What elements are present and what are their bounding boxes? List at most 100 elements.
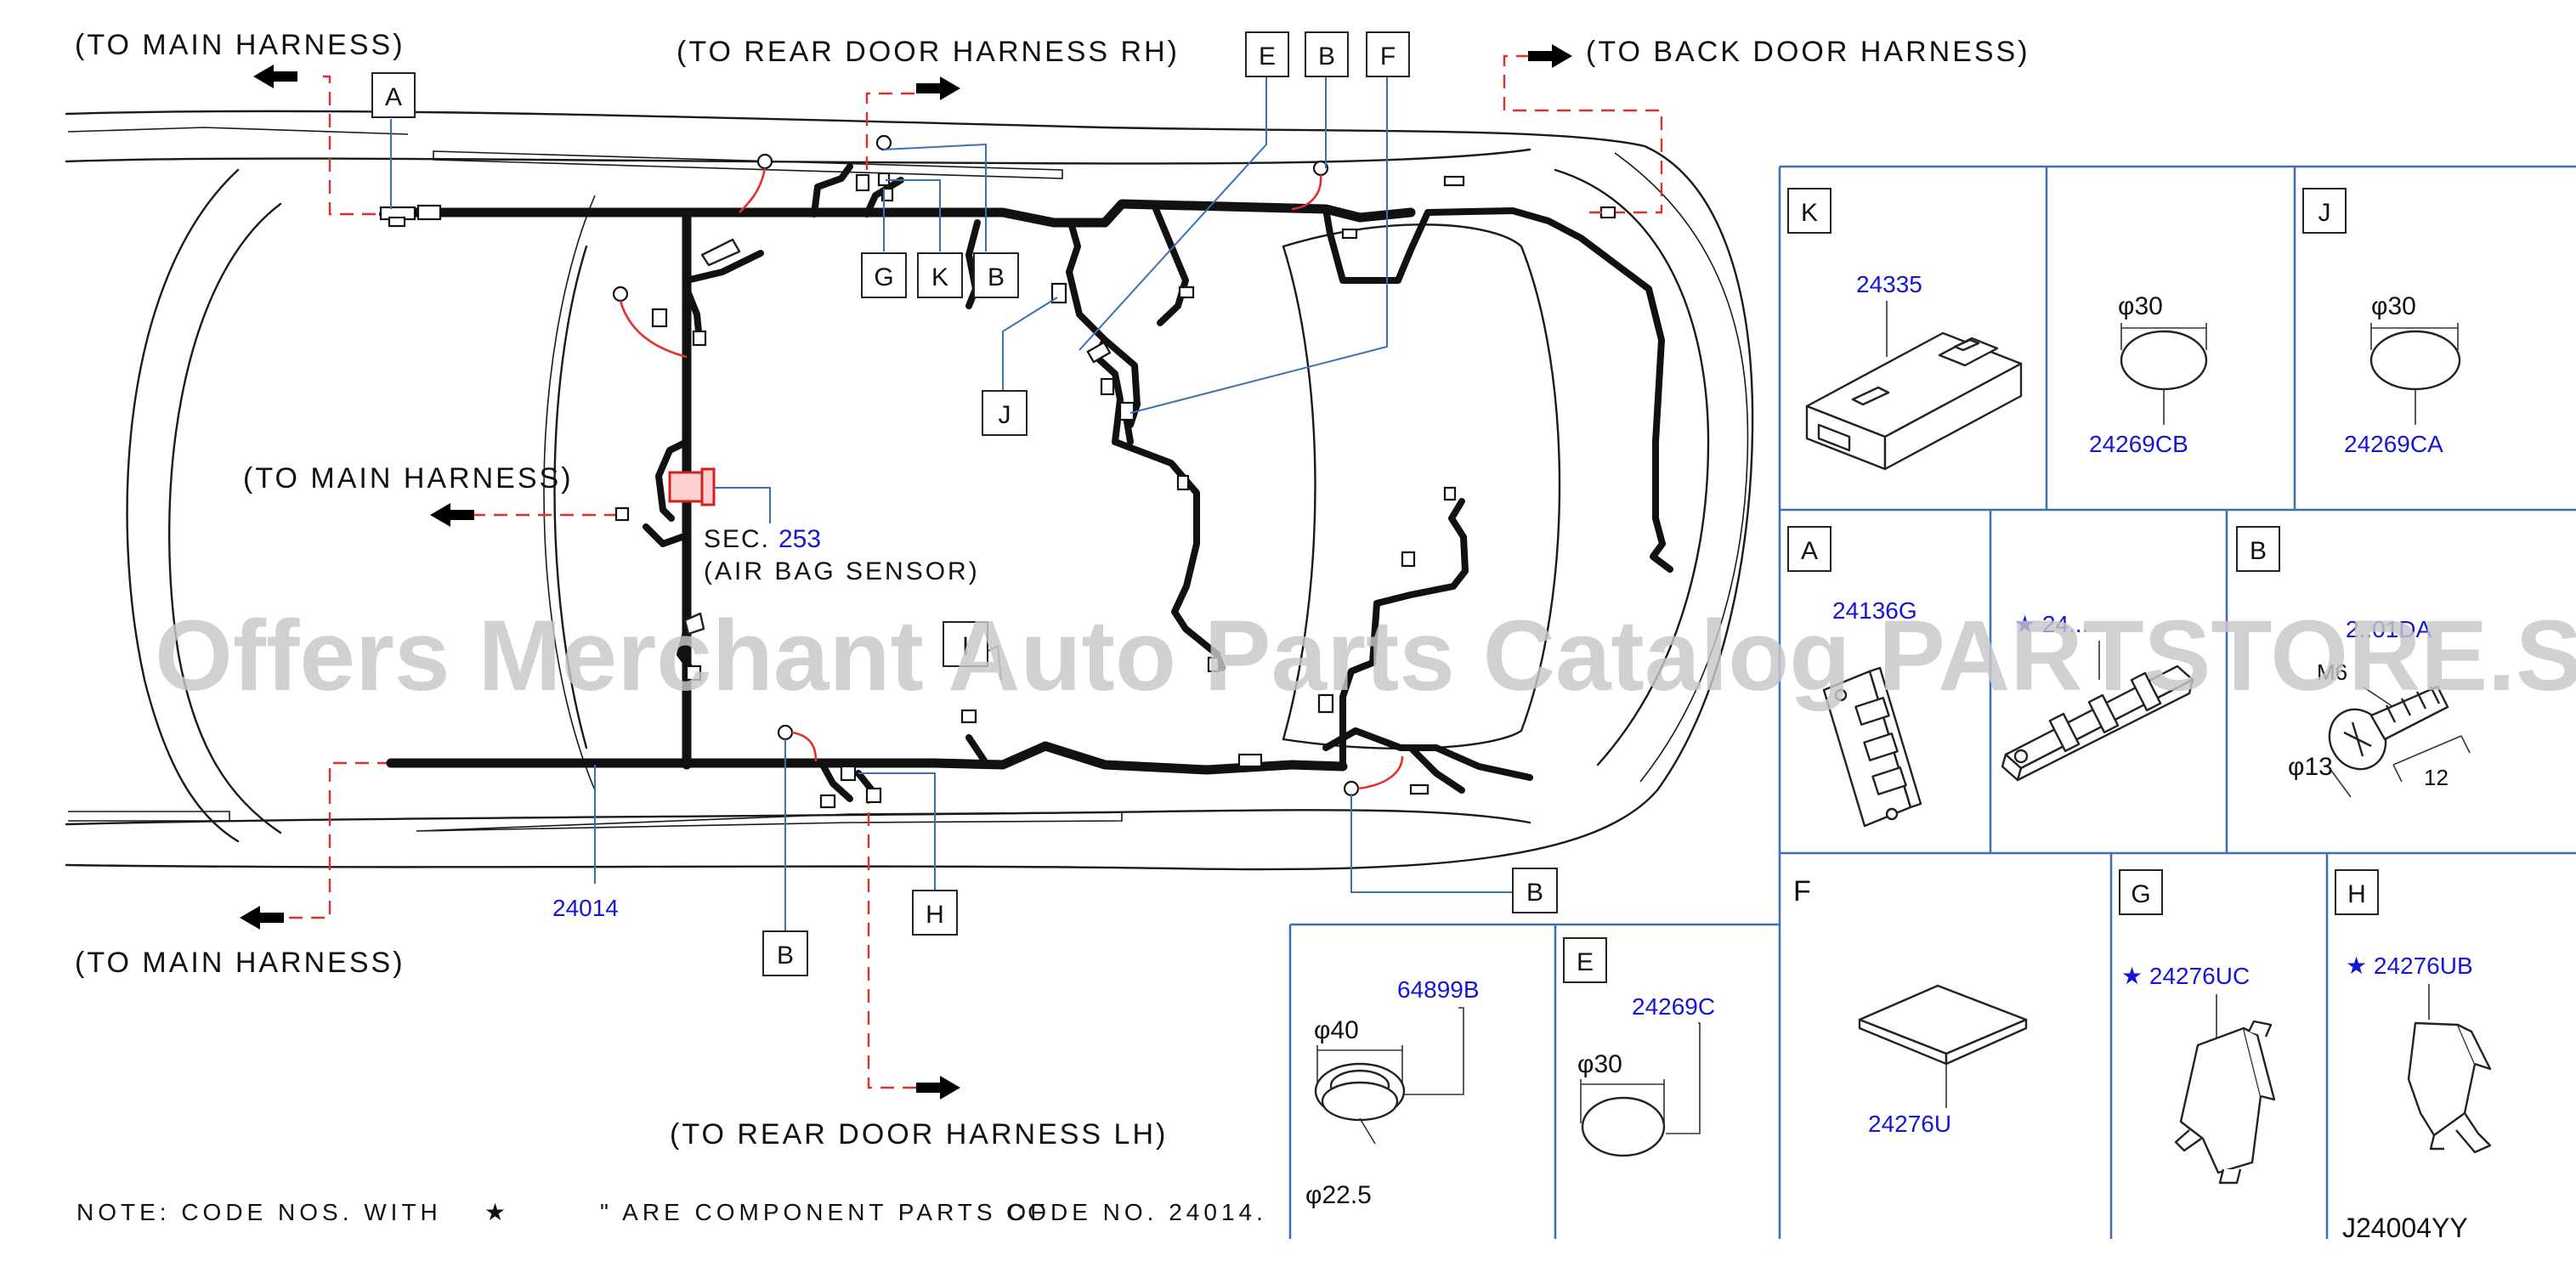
svg-text:E: E [1577,948,1594,976]
svg-text:B: B [1526,879,1543,907]
panel-24269CB[interactable]: φ30 24269CB [2089,292,2208,457]
air-bag-sensor-label: (AIR BAG SENSOR) [704,557,980,585]
direction-arrows [240,44,1572,1100]
arrow-right-back [1528,44,1572,68]
svg-text:J: J [999,401,1011,429]
panel-K[interactable]: K 24335 [1787,188,2023,471]
svg-text:I: I [962,632,969,660]
bolt-length: 12 [2424,765,2449,790]
note-text-part2: " ARE COMPONENT PARTS OF [600,1199,1049,1225]
svg-text:F: F [1380,42,1396,71]
main-harness-part-number[interactable]: 24014 [552,895,619,921]
svg-text:G: G [874,263,893,291]
part-24136G-bracket-icon [1822,666,1922,828]
svg-text:K: K [1801,199,1818,227]
callout-J[interactable]: J [982,390,1028,436]
part-24276UC: ★ 24276UC [2121,963,2250,989]
part-bolt-icon [2328,685,2449,771]
svg-text:H: H [2347,880,2366,908]
svg-text:B: B [2250,537,2267,565]
callout-B-lower-left[interactable]: B [762,930,808,976]
dia-30-cb: φ30 [2118,292,2163,320]
arrow-left-main-bottom [240,906,284,930]
part-24136G: 24136G [1832,597,1917,624]
car-body-outline [65,110,1754,871]
label-to-main-harness-top: (TO MAIN HARNESS) [75,29,405,61]
dia-30-c: φ30 [1577,1050,1622,1078]
callout-B-lower-right[interactable]: B [1512,868,1558,913]
arrow-right-rear-rh [916,76,960,100]
part-24335-connector-icon [1805,331,2023,471]
grommet-ca-icon [2369,330,2461,391]
callout-I[interactable]: I [943,621,988,667]
part-64899B: 64899B [1397,976,1480,1003]
part-24276UC-protector-icon [2174,1020,2276,1185]
note-text-part1: NOTE: CODE NOS. WITH [76,1199,442,1225]
sec-label: SEC. [704,525,770,553]
panel-B[interactable]: B 2..01DA M6 φ13 12 [2236,526,2471,798]
part-24269CB: 24269CB [2089,431,2188,457]
arrow-right-rear-lh [916,1076,960,1100]
diagram-code: J24004YY [2342,1213,2468,1243]
panel-J[interactable]: J φ30 24269CA [2302,188,2461,457]
panel-I[interactable]: ★ 24... [2001,611,2194,782]
dia-30-ca: φ30 [2371,292,2416,320]
parts-panel-grid [1288,165,2576,1239]
part-i-clip-icon [2001,664,2194,782]
arrow-left-main-top [253,65,297,88]
callout-leaders [390,75,1513,943]
dia-40: φ40 [1314,1016,1359,1044]
callout-E-top[interactable]: E [1245,31,1289,77]
svg-text:K: K [931,263,948,291]
sec-number[interactable]: 253 [778,525,821,553]
note-star: ★ [484,1199,510,1225]
part-24276UB-protector-icon [2407,1021,2492,1154]
label-to-rear-door-harness-rh: (TO REAR DOOR HARNESS RH) [677,36,1180,68]
svg-text:J: J [2318,199,2331,227]
panel-G[interactable]: G ★ 24276UC [2119,869,2276,1185]
part-24335: 24335 [1856,271,1922,297]
callout-boxes: A E B F G K B J I B H B [371,31,1558,976]
callout-K[interactable]: K [917,252,963,298]
svg-text:H: H [926,901,944,929]
harness-extension-leaders [280,54,1663,1089]
part-24276U-pad-icon [1858,984,2028,1066]
svg-text:F: F [1793,875,1811,908]
callout-A-top[interactable]: A [371,72,416,118]
panel-64899B[interactable]: φ40 64899B φ22.5 [1305,976,1480,1209]
note-text-part3: CODE NO. 24014. [1006,1199,1267,1225]
grommet-24269C-icon [1581,1096,1666,1157]
svg-text:B: B [988,263,1005,291]
bolt-thread: M6 [2317,659,2347,685]
watermark: Offers Merchant Auto Parts Catalog PARTS… [155,600,2576,712]
label-to-rear-door-harness-lh: (TO REAR DOOR HARNESS LH) [670,1118,1168,1151]
panel-E[interactable]: E 24269C φ30 [1563,937,1715,1157]
svg-text:B: B [1318,42,1335,71]
callout-F-top[interactable]: F [1366,31,1410,77]
panel-H[interactable]: H ★ 24276UB [2335,869,2492,1154]
svg-text:A: A [1801,537,1818,565]
grommet-64899B-icon [1314,1062,1406,1122]
part-24269CA: 24269CA [2344,431,2443,457]
svg-text:G: G [2131,880,2150,908]
dia-22-5: φ22.5 [1305,1181,1372,1209]
callout-G[interactable]: G [861,252,907,298]
bolt-diameter: φ13 [2288,753,2333,781]
label-to-main-harness-mid: (TO MAIN HARNESS) [243,462,574,495]
callout-B-top[interactable]: B [1305,31,1349,77]
part-24269C: 24269C [1632,993,1715,1020]
part-24276UB: ★ 24276UB [2346,953,2473,979]
part-24276U: 24276U [1868,1111,1951,1137]
harness-clips [379,134,1616,809]
part-i-number: ★ 24... [2014,611,2088,637]
svg-text:B: B [777,942,794,970]
callout-B-mid[interactable]: B [973,252,1019,298]
panel-F[interactable]: F 24276U [1793,875,2028,1137]
arrow-left-main-mid [430,503,474,527]
callout-H[interactable]: H [912,890,958,936]
part-bolt-number: 2..01DA [2346,616,2432,642]
label-to-back-door-harness: (TO BACK DOOR HARNESS) [1586,36,2030,68]
svg-text:A: A [385,83,402,111]
panel-A[interactable]: A 24136G [1787,526,1922,828]
